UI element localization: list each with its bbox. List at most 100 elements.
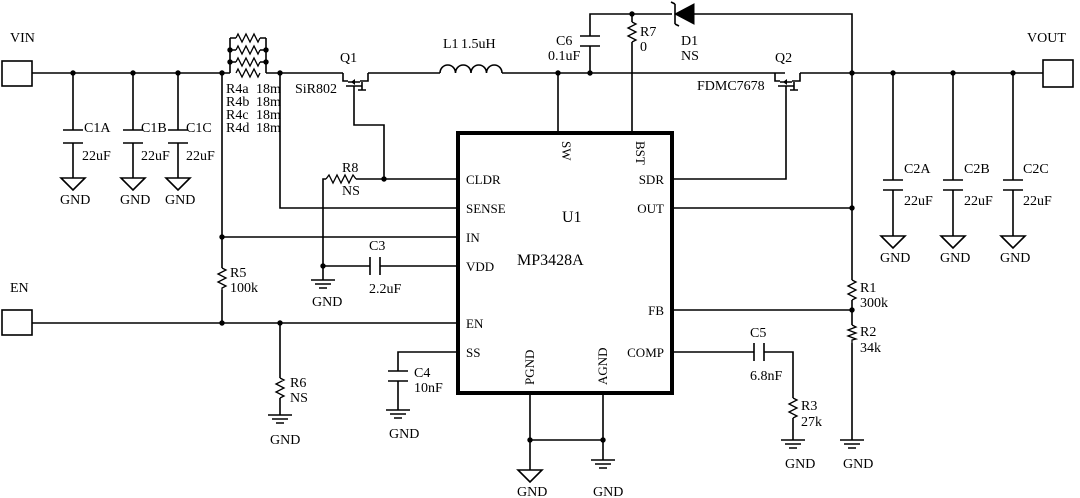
res-r7-value: 0 (640, 40, 647, 55)
pin-comp: COMP (627, 345, 664, 360)
wire-c6 (589, 13, 632, 73)
cap-c3: C3 2.2uF (369, 239, 402, 297)
junction (950, 70, 956, 76)
junction (849, 70, 855, 76)
cap-c2c: C2C 22uF (1003, 162, 1052, 209)
pin-en: EN (466, 316, 484, 331)
cap-c3-ref: C3 (369, 239, 385, 254)
cap-c4-ref: C4 (414, 366, 430, 381)
mosfet-q1-ref: Q1 (340, 51, 357, 66)
junction (1010, 70, 1016, 76)
res-r1-ref: R1 (860, 281, 876, 296)
cap-c2b-ref: C2B (964, 162, 990, 177)
junction (219, 70, 225, 76)
port-vin: VIN (1, 31, 35, 87)
junction (849, 307, 855, 313)
res-r4c-value: 18m (256, 108, 281, 123)
gnd-c1c: GND (164, 177, 195, 208)
inductor-l1: L1 1.5uH (439, 37, 503, 74)
cap-c2b-value: 22uF (964, 194, 993, 209)
cap-c1a-ref: C1A (84, 121, 111, 136)
cap-c6-ref: C6 (556, 34, 572, 49)
ic-body (456, 131, 674, 395)
cap-c4: C4 10nF (388, 366, 443, 396)
gnd-fb: GND (840, 439, 873, 472)
pin-sdr: SDR (639, 172, 665, 187)
res-r5: R5 100k (216, 266, 258, 296)
gnd-label: GND (60, 193, 90, 208)
gnd-label: GND (940, 251, 970, 266)
port-vout-label: VOUT (1027, 31, 1066, 46)
res-r5-ref: R5 (230, 266, 246, 281)
res-r4a-value: 18m (256, 82, 281, 97)
gnd-pgnd: GND (516, 460, 547, 498)
pin-in: IN (466, 230, 480, 245)
mosfet-q2: Q2 FDMC7678 (697, 51, 801, 96)
gnd-label: GND (517, 485, 547, 498)
junction (600, 437, 606, 443)
cap-c1b-value: 22uF (141, 149, 170, 164)
inductor-l1-value: 1.5uH (461, 37, 496, 52)
gnd-c1b: GND (119, 177, 150, 208)
wire-q1-gate (353, 96, 458, 180)
gnd-r6: GND (268, 414, 300, 448)
diode-d1: D1 NS (670, 1, 699, 64)
cap-c2c-ref: C2C (1023, 162, 1049, 177)
gnd-c2b: GND (939, 235, 970, 266)
pin-cldr: CLDR (466, 172, 501, 187)
ic-u1: U1 MP3428A CLDR SENSE IN VDD EN SS SDR O… (456, 131, 674, 395)
gnd-label: GND (312, 295, 342, 310)
junction (263, 47, 269, 53)
cap-c1b: C1B 22uF (123, 121, 170, 164)
mosfet-q1-part: SiR802 (295, 82, 337, 97)
junction (320, 263, 326, 269)
pin-sw: SW (559, 141, 574, 161)
res-r2: R2 34k (846, 324, 881, 356)
res-r4-bank: R4a 18m R4b 18m R4c 18m R4d 18m (226, 32, 281, 136)
res-r3-ref: R3 (801, 399, 817, 414)
res-r1: R1 300k (846, 279, 888, 311)
cap-c1c: C1C 22uF (168, 121, 215, 164)
junction (227, 47, 233, 53)
junction (70, 70, 76, 76)
pin-sense: SENSE (466, 201, 506, 216)
wire-ss (397, 351, 458, 410)
pin-fb: FB (648, 303, 664, 318)
cap-c4-value: 10nF (414, 381, 443, 396)
gnd-label: GND (880, 251, 910, 266)
gnd-label: GND (165, 193, 195, 208)
pin-out: OUT (637, 201, 664, 216)
pin-vdd: VDD (466, 259, 494, 274)
diode-d1-ref: D1 (681, 34, 698, 49)
wire-q2-gate (672, 96, 787, 180)
cap-c2a-value: 22uF (904, 194, 933, 209)
junction (527, 437, 533, 443)
cap-c5-ref: C5 (750, 326, 766, 341)
wire-r8 (322, 178, 384, 280)
res-r6: R6 NS (274, 376, 308, 406)
res-r4c-ref: R4c (226, 108, 249, 123)
junction (381, 176, 387, 182)
ic-ref: U1 (562, 209, 582, 226)
res-r5-value: 100k (230, 281, 258, 296)
junction (263, 59, 269, 65)
diode-d1-value: NS (681, 49, 699, 64)
res-r1-value: 300k (860, 296, 888, 311)
gnd-c2a: GND (879, 235, 910, 266)
junction (175, 70, 181, 76)
pin-agnd: AGND (595, 347, 610, 385)
wire-diode (632, 13, 853, 72)
cap-c1c-ref: C1C (186, 121, 212, 136)
res-r4b-ref: R4b (226, 95, 249, 110)
cap-c3-value: 2.2uF (369, 282, 402, 297)
cap-c2a: C2A 22uF (883, 162, 933, 209)
junction (555, 70, 561, 76)
cap-c1b-ref: C1B (141, 121, 167, 136)
res-r4d-ref: R4d (226, 121, 249, 136)
pin-pgnd: PGND (522, 350, 537, 385)
res-r4a-ref: R4a (226, 82, 249, 97)
gnd-label: GND (270, 433, 300, 448)
wire-sense (279, 73, 458, 209)
port-vout: VOUT (1027, 31, 1074, 88)
